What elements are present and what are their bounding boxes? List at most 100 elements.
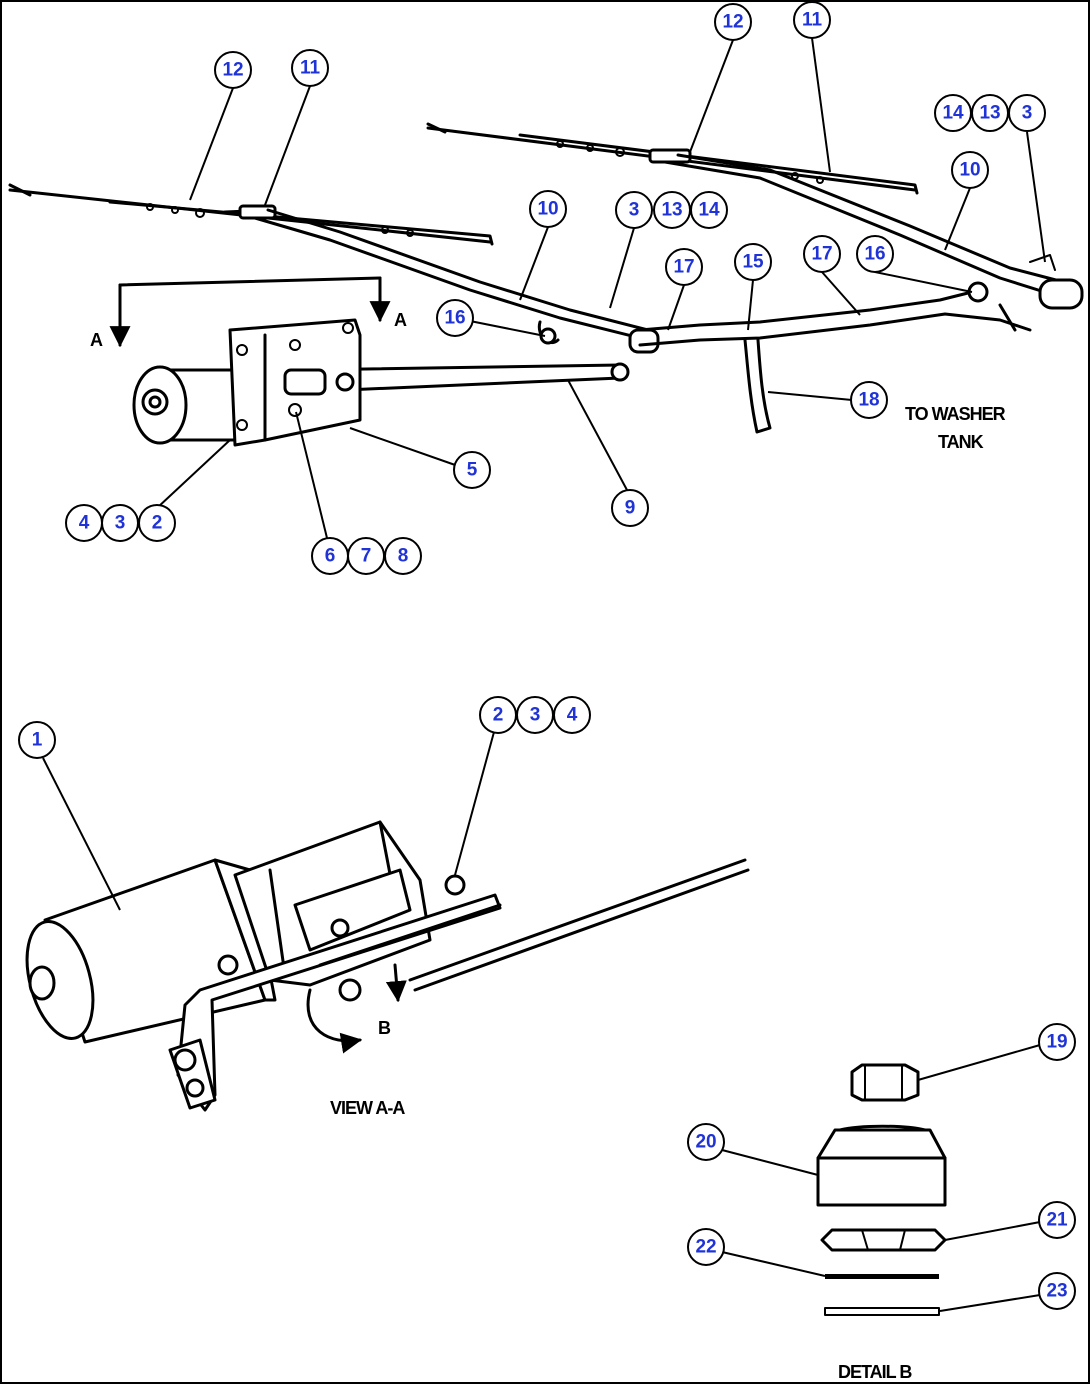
svg-text:8: 8 — [398, 546, 409, 567]
svg-text:1: 1 — [32, 730, 43, 751]
svg-text:5: 5 — [467, 460, 478, 481]
svg-text:6: 6 — [325, 546, 336, 567]
callout-21: 21 — [1038, 1201, 1076, 1239]
callout-3-top: 3 — [101, 504, 139, 542]
section-cut-a-a — [109, 276, 391, 348]
callout-16-right: 16 — [856, 235, 894, 273]
callout-11-right: 11 — [793, 1, 831, 39]
washer-tank-label-line2: TANK — [938, 432, 984, 452]
callout-7: 7 — [347, 537, 385, 575]
section-a-left-label: A — [90, 330, 103, 350]
svg-text:13: 13 — [979, 103, 1000, 124]
callout-12-right: 12 — [714, 3, 752, 41]
callout-9: 9 — [611, 489, 649, 527]
svg-text:17: 17 — [673, 257, 694, 278]
svg-text:2: 2 — [152, 513, 163, 534]
callout-13-center: 13 — [653, 191, 691, 229]
callout-3-view: 3 — [516, 696, 554, 734]
cap-20 — [816, 1124, 947, 1207]
callout-2-view: 2 — [479, 696, 517, 734]
svg-text:10: 10 — [959, 160, 980, 181]
linkage-rod — [638, 281, 1032, 347]
callout-22: 22 — [687, 1228, 725, 1266]
leader-lines-view — [42, 731, 495, 911]
callout-8: 8 — [384, 537, 422, 575]
right-wiper-arm — [663, 153, 1084, 310]
callout-11-left: 11 — [291, 49, 329, 87]
svg-text:9: 9 — [625, 498, 636, 519]
callout-10-center: 10 — [529, 190, 567, 228]
callout-14-center: 14 — [690, 191, 728, 229]
svg-text:4: 4 — [79, 513, 90, 534]
svg-text:10: 10 — [537, 199, 558, 220]
leader-lines-detail — [721, 1044, 1041, 1312]
callout-6: 6 — [311, 537, 349, 575]
callout-3-right: 3 — [1008, 94, 1046, 132]
callout-18: 18 — [850, 381, 888, 419]
callout-14-right: 14 — [934, 94, 972, 132]
left-wiper-arm — [253, 208, 660, 354]
washer-hose — [743, 338, 772, 434]
top-view-drawing — [8, 37, 1084, 539]
callout-16-left: 16 — [436, 299, 474, 337]
callout-19: 19 — [1038, 1023, 1076, 1061]
view-a-a-drawing — [25, 731, 750, 1112]
washer-23 — [824, 1307, 940, 1316]
svg-text:14: 14 — [698, 200, 720, 221]
svg-text:13: 13 — [661, 200, 682, 221]
svg-text:3: 3 — [629, 200, 640, 221]
svg-text:17: 17 — [811, 244, 832, 265]
right-wiper-blade — [426, 122, 919, 195]
svg-text:18: 18 — [858, 390, 879, 411]
svg-text:16: 16 — [444, 308, 465, 329]
svg-text:19: 19 — [1046, 1032, 1067, 1053]
callout-10-right: 10 — [951, 151, 989, 189]
detail-b-arrow — [306, 963, 407, 1054]
motor-body — [25, 858, 277, 1044]
callout-13-right: 13 — [971, 94, 1009, 132]
svg-text:12: 12 — [222, 60, 243, 81]
svg-text:2: 2 — [493, 705, 504, 726]
svg-text:23: 23 — [1046, 1281, 1067, 1302]
svg-text:16: 16 — [864, 244, 885, 265]
svg-text:20: 20 — [695, 1132, 716, 1153]
detail-b-marker-label: B — [378, 1018, 391, 1038]
left-wiper-blade — [8, 183, 494, 246]
wiper-motor-top — [132, 318, 362, 447]
svg-text:7: 7 — [361, 546, 372, 567]
svg-text:11: 11 — [300, 58, 321, 79]
svg-text:12: 12 — [722, 12, 743, 33]
callout-4-top: 4 — [65, 504, 103, 542]
callout-23: 23 — [1038, 1272, 1076, 1310]
callout-4-view: 4 — [553, 696, 591, 734]
washer-22 — [825, 1274, 939, 1279]
detail-b-drawing — [721, 1044, 1041, 1316]
svg-text:22: 22 — [695, 1237, 716, 1258]
view-a-a-label: VIEW A-A — [330, 1098, 405, 1118]
callout-20: 20 — [687, 1123, 725, 1161]
section-a-right-label: A — [394, 310, 407, 330]
svg-text:3: 3 — [1022, 103, 1033, 124]
callout-2-top: 2 — [138, 504, 176, 542]
svg-text:21: 21 — [1046, 1210, 1068, 1231]
detail-b-label: DETAIL B — [838, 1362, 912, 1382]
jam-nut-21 — [820, 1228, 947, 1252]
callout-1: 1 — [18, 721, 56, 759]
drive-rod — [318, 858, 750, 992]
svg-text:15: 15 — [742, 252, 764, 273]
callout-15: 15 — [734, 243, 772, 281]
svg-text:3: 3 — [115, 513, 126, 534]
callout-12-left: 12 — [214, 51, 252, 89]
washer-tank-label-line1: TO WASHER — [905, 404, 1006, 424]
svg-text:14: 14 — [942, 103, 964, 124]
svg-text:11: 11 — [802, 10, 823, 31]
svg-text:4: 4 — [567, 705, 578, 726]
svg-text:3: 3 — [530, 705, 541, 726]
leader-lines-top — [156, 37, 1046, 539]
callout-17-left: 17 — [665, 248, 703, 286]
callout-5: 5 — [453, 451, 491, 489]
hex-nut-19 — [850, 1063, 920, 1102]
callout-17-right: 17 — [803, 235, 841, 273]
